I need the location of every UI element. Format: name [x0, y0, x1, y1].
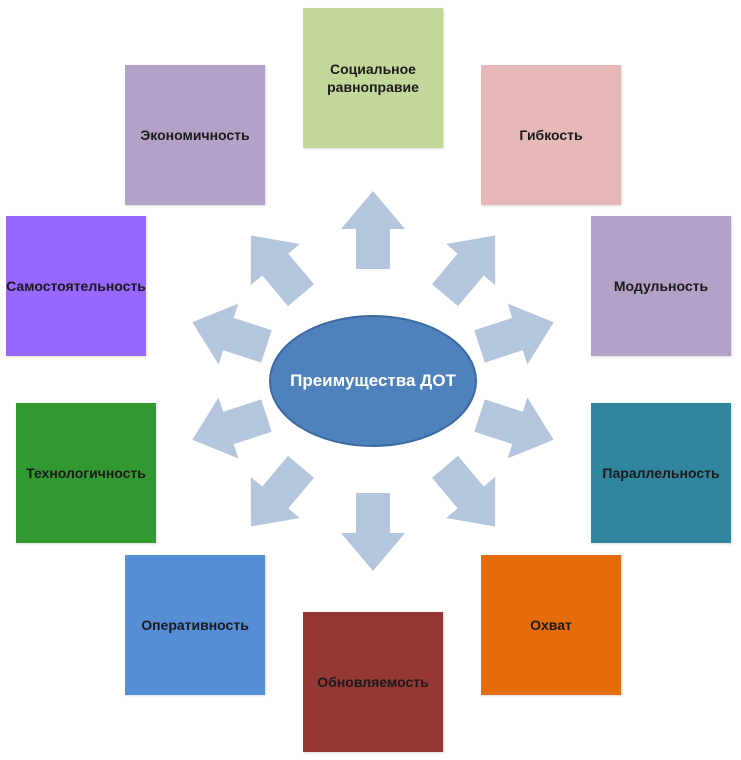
box-economy: Экономичность	[125, 65, 265, 205]
arrow-left-upper	[192, 303, 272, 365]
box-parallelism-label: Параллельность	[602, 464, 720, 481]
box-modularity-label: Модульность	[613, 277, 709, 294]
box-coverage: Охват	[481, 555, 621, 695]
box-social-equality-label: Социальное равноправие	[327, 60, 419, 95]
box-social-equality: Социальное равноправие	[303, 8, 443, 148]
box-coverage-label: Охват	[530, 616, 572, 633]
arrow-up	[341, 191, 405, 269]
arrow-down-left	[250, 455, 314, 527]
arrow-up-left	[250, 235, 314, 307]
box-flexibility-label: Гибкость	[519, 126, 583, 143]
box-technology-label: Технологичность	[26, 464, 146, 481]
center-ellipse	[269, 315, 477, 447]
box-updatability-label: Обновляемость	[317, 673, 429, 690]
arrows-group	[192, 191, 554, 571]
box-modularity: Модульность	[591, 216, 731, 356]
arrow-down	[341, 493, 405, 571]
arrow-right-lower	[474, 397, 554, 459]
box-flexibility: Гибкость	[481, 65, 621, 205]
arrow-up-right	[432, 235, 496, 307]
box-updatability: Обновляемость	[303, 612, 443, 752]
arrow-down-right	[432, 455, 496, 527]
box-promptness-label: Оперативность	[141, 616, 249, 633]
arrow-right-upper	[474, 303, 554, 365]
box-economy-label: Экономичность	[140, 126, 250, 143]
box-independence-label: Самостоятельность	[6, 277, 146, 294]
arrow-left-lower	[192, 397, 272, 459]
box-promptness: Оперативность	[125, 555, 265, 695]
box-independence: Самостоятельность	[6, 216, 146, 356]
box-technology: Технологичность	[16, 403, 156, 543]
box-parallelism: Параллельность	[591, 403, 731, 543]
center-label: Преимущества ДОТ	[290, 371, 456, 391]
